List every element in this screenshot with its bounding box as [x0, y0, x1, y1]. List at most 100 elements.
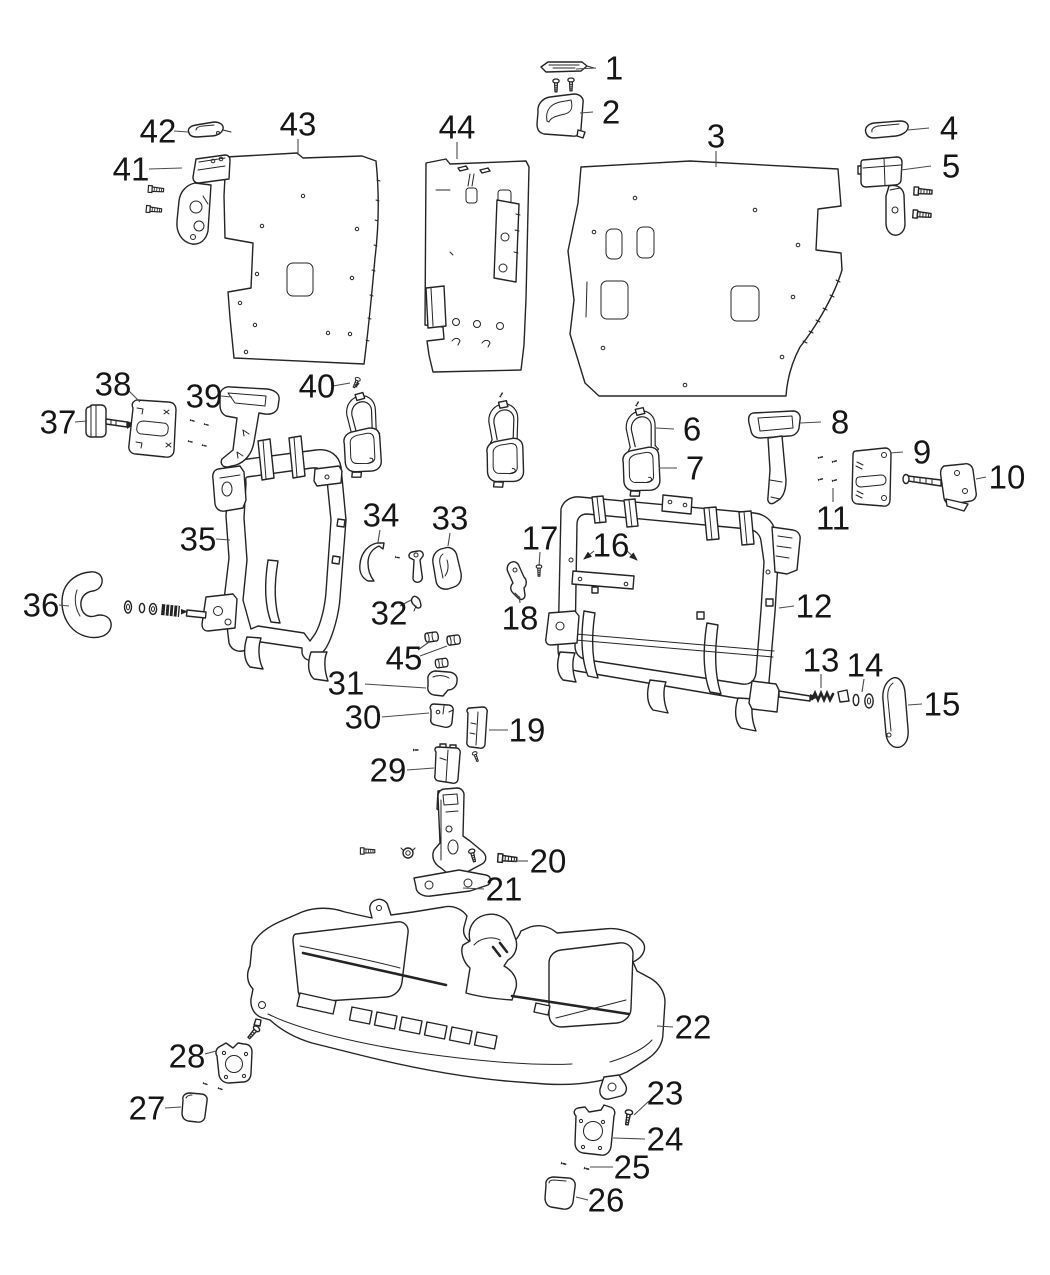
callout-leader-39	[220, 395, 233, 398]
callout-leader-9	[889, 451, 904, 454]
callout-label-35: 35	[180, 521, 217, 558]
part-31-cover	[427, 670, 458, 697]
part-25-screws	[560, 1161, 590, 1171]
callout-label-42: 42	[140, 113, 177, 150]
callout-label-32: 32	[371, 595, 408, 632]
callout-label-18: 18	[502, 600, 539, 637]
callout-leader-17	[538, 551, 541, 567]
part-41-latch-assembly	[145, 154, 231, 245]
callout-label-33: 33	[432, 500, 469, 537]
callout-leader-35	[215, 538, 231, 541]
callout-leader-26	[575, 1196, 589, 1201]
part-45-bushings	[423, 630, 462, 669]
callout-label-31: 31	[328, 665, 365, 702]
callout-leader-33	[447, 532, 451, 547]
part-17-screw	[535, 564, 543, 577]
part-23-screw	[622, 1108, 634, 1127]
callout-leader-18	[518, 595, 521, 604]
callout-leader-45	[419, 645, 448, 657]
part-8-striker-bracket	[747, 410, 801, 505]
callout-label-10: 10	[989, 459, 1026, 496]
callout-label-34: 34	[363, 497, 400, 534]
callout-label-37: 37	[40, 404, 77, 441]
callout-label-30: 30	[345, 699, 382, 736]
part-38-latch-plate	[128, 399, 209, 458]
callout-leader-41	[148, 167, 183, 170]
part-35-seatback-frame-left	[181, 435, 347, 682]
part-11-screws	[817, 455, 838, 483]
callout-leader-45	[417, 641, 430, 651]
callout-leader-24	[612, 1137, 646, 1140]
callout-leader-40	[332, 382, 351, 387]
part-14-washers	[852, 693, 874, 709]
callout-label-11: 11	[816, 500, 850, 537]
part-44-back-panel-center	[424, 158, 530, 373]
callout-leader-15	[907, 703, 923, 706]
callout-label-40: 40	[299, 368, 336, 405]
callout-label-14: 14	[847, 647, 884, 684]
part-12-seatback-frame-right	[545, 494, 818, 732]
callout-leader-8	[799, 421, 822, 424]
callout-leader-34	[377, 529, 381, 543]
part-3-back-panel-right	[567, 160, 843, 397]
callout-leader-2	[579, 111, 594, 114]
callout-leader-27	[164, 1106, 182, 1109]
callout-label-8: 8	[831, 404, 849, 441]
callout-label-6: 6	[683, 411, 701, 448]
callout-leader-10	[975, 476, 987, 480]
callout-leader-42	[173, 130, 189, 133]
callout-leader-23	[633, 1100, 650, 1116]
callout-label-23: 23	[647, 1075, 684, 1112]
callout-label-16: 16	[593, 527, 630, 564]
callout-label-13: 13	[803, 642, 840, 679]
part-18-latch-lever	[506, 561, 527, 601]
part-15-side-shield	[882, 676, 909, 749]
callout-label-24: 24	[647, 1121, 684, 1158]
callout-label-22: 22	[675, 1009, 712, 1046]
callout-label-20: 20	[530, 843, 567, 880]
callout-leader-1	[575, 67, 597, 70]
part-32-clip	[410, 595, 422, 612]
callout-leader-37	[74, 420, 88, 423]
part-37-pin-latch	[85, 404, 135, 438]
parts-layer	[61, 61, 977, 1210]
part-29-bracket	[413, 743, 481, 784]
callout-label-4: 4	[940, 110, 958, 147]
callout-label-43: 43	[280, 106, 317, 143]
callout-leader-31	[364, 683, 427, 689]
part-9-hinge-plate	[851, 447, 892, 507]
part-39-bracket	[219, 386, 280, 468]
callout-leader-16	[583, 550, 595, 560]
callout-leader-30	[381, 712, 430, 718]
callout-leader-22	[656, 1025, 674, 1028]
callout-label-38: 38	[95, 366, 132, 403]
callout-label-25: 25	[614, 1149, 651, 1186]
callout-leader-16	[626, 550, 638, 561]
callout-label-15: 15	[924, 686, 961, 723]
part-1-retainer-strip	[540, 61, 595, 93]
callout-label-28: 28	[169, 1038, 206, 1075]
part-28-mount-bracket	[202, 1024, 262, 1091]
callout-label-41: 41	[113, 151, 150, 188]
callout-leader-14	[861, 678, 865, 693]
part-27-bumper-pad	[181, 1092, 208, 1123]
part-13-spring	[810, 689, 850, 704]
callout-leader-38	[128, 390, 141, 403]
callout-leader-36	[58, 604, 70, 607]
part-21-center-pivot-bracket	[359, 787, 492, 897]
callout-leader-12	[778, 605, 795, 609]
part-26-bumper-pad	[544, 1176, 576, 1210]
part-43-back-panel-left	[223, 152, 381, 365]
part-24-mount-bracket	[573, 1104, 616, 1156]
part-30-bracket	[429, 703, 454, 728]
callout-label-19: 19	[509, 712, 546, 749]
part-22-cushion-frame	[246, 898, 666, 1100]
callout-leader-4	[907, 127, 930, 131]
callout-leader-29	[406, 767, 435, 771]
callout-label-7: 7	[686, 450, 704, 487]
part-42-cap	[187, 121, 232, 138]
callout-label-12: 12	[796, 588, 833, 625]
